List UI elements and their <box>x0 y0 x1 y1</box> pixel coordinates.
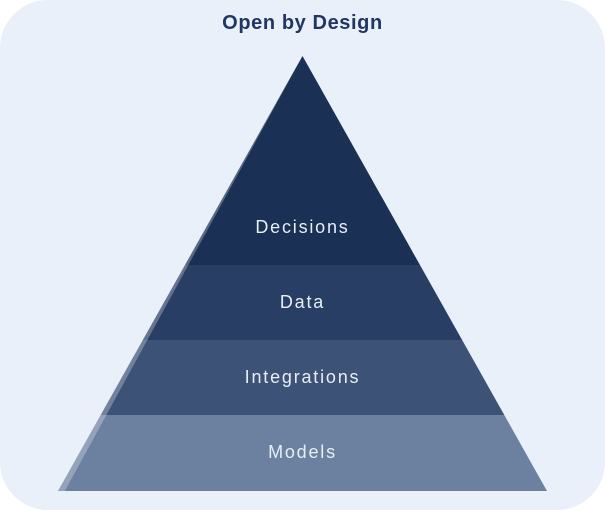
pyramid-layer-data-label: Data <box>279 291 326 312</box>
pyramid-layer-data: Data <box>58 265 547 340</box>
pyramid-layer-decisions-label: Decisions <box>255 217 350 238</box>
pyramid-layer-integrations-label: Integrations <box>244 366 361 387</box>
pyramid: Decisions Data Integrations Models <box>58 56 547 491</box>
pyramid-layer-models-label: Models <box>268 442 337 463</box>
pyramid-layer-models: Models <box>58 415 547 491</box>
diagram-title: Open by Design <box>222 12 383 34</box>
pyramid-layer-integrations: Integrations <box>58 340 547 415</box>
pyramid-layer-decisions: Decisions <box>58 56 547 265</box>
